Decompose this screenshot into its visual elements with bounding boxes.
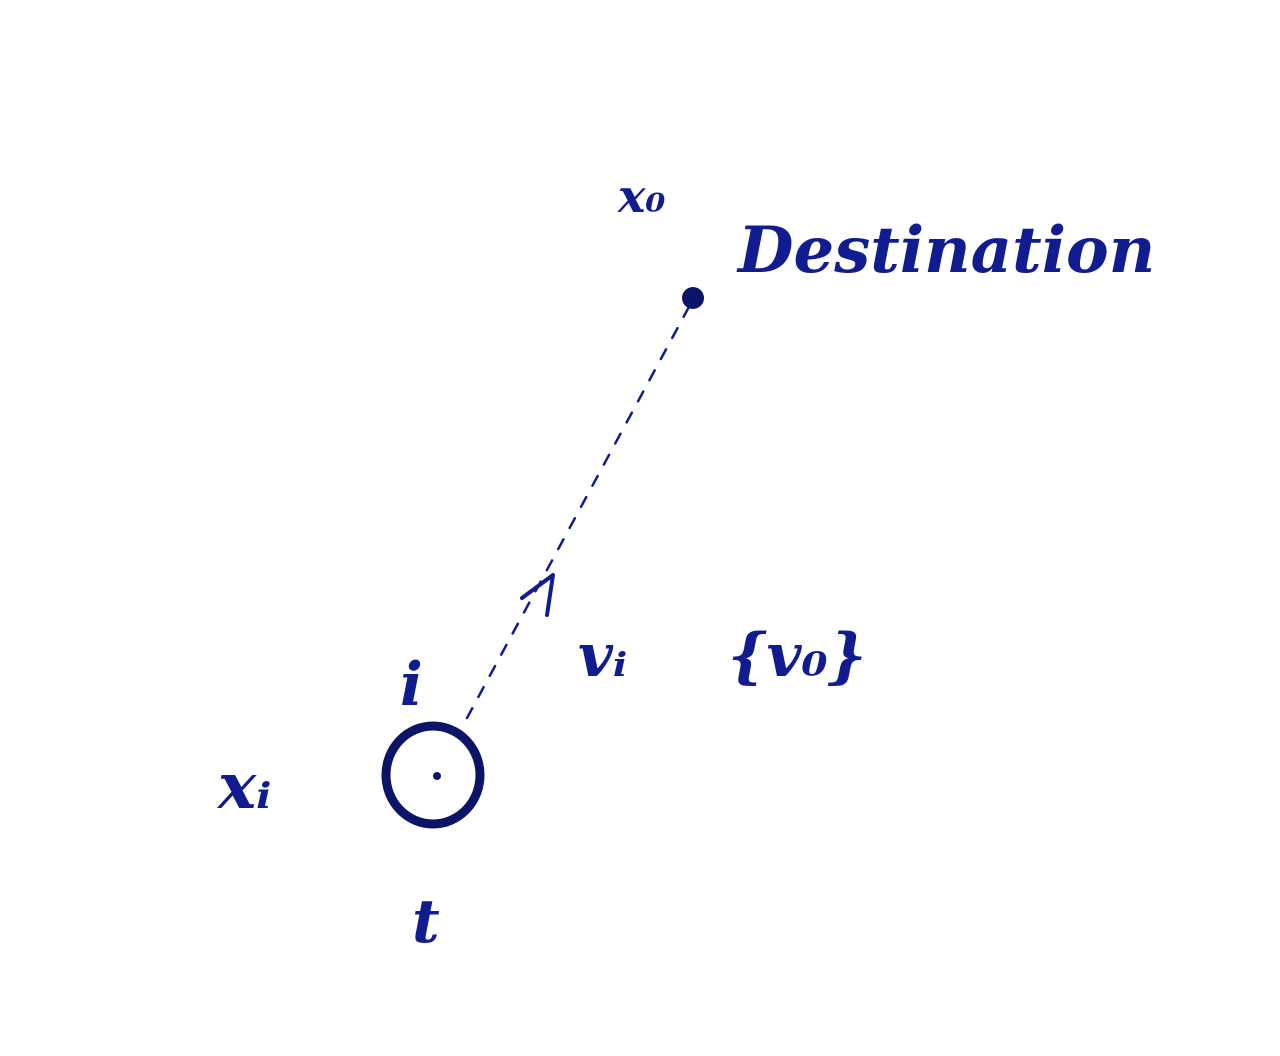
destination-point [682,287,704,309]
velocity-arrowhead [520,573,555,617]
destination-label: Destination [736,213,1155,288]
agent-circle [381,721,485,829]
velocity-set-label: {v₀} [728,621,866,691]
dashed-path-to-destination [465,303,692,720]
velocity-label: vᵢ [578,621,627,691]
destination-symbol-label: x₀ [617,169,666,223]
time-label: t [412,887,440,957]
agent-index-label: i [400,650,423,720]
agent-center-dot [433,772,441,780]
agent-position-label: xᵢ [216,749,271,824]
